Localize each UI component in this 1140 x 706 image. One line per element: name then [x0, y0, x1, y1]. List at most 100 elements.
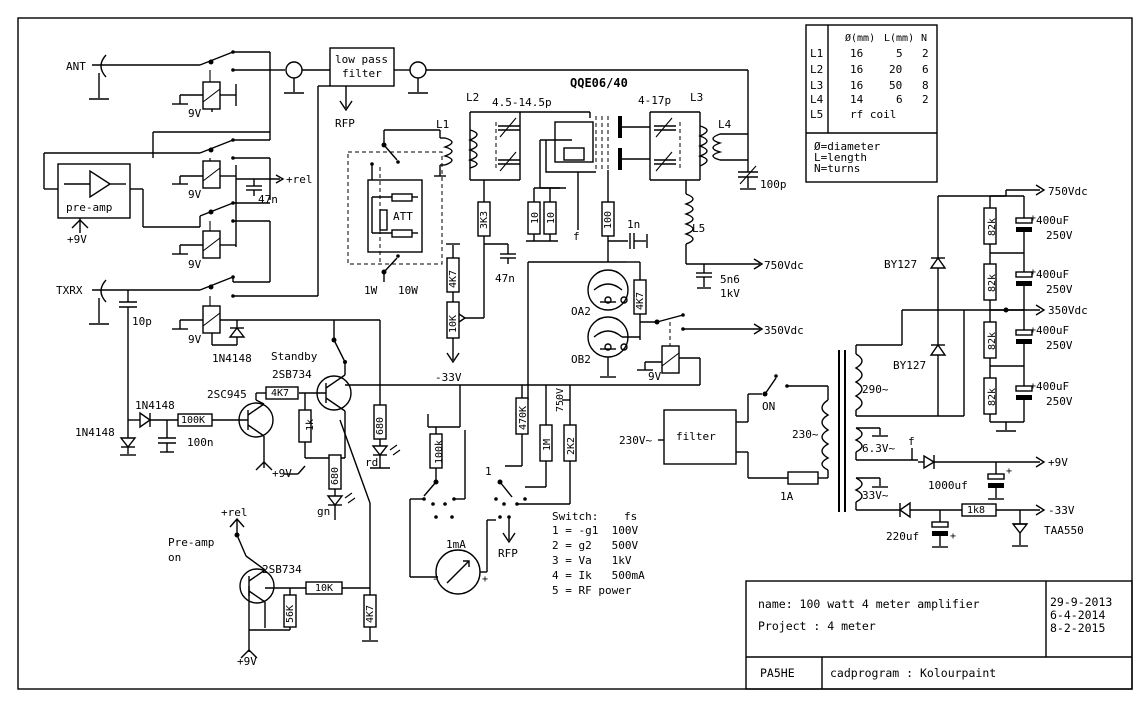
c47n-b-label: 47n: [495, 272, 515, 285]
coil-legend-line: Ø=diameter: [814, 140, 881, 153]
metering: 100k 1mA - + 470K 1: [409, 385, 577, 595]
c250v-label: 250V: [1046, 395, 1073, 408]
r10-a-label: 10: [530, 212, 541, 224]
coil-header-len: L(mm): [884, 33, 914, 44]
coil-row-dia: 16: [850, 79, 863, 92]
c4-5-label: 4.5-14.5p: [492, 96, 552, 109]
c400uf-label: 400uF: [1036, 324, 1069, 337]
switch-legend-title: Switch:: [552, 510, 598, 523]
coil-row-n: 2: [922, 93, 929, 106]
title-block-date-2: 6-4-2014: [1050, 608, 1105, 622]
rfp-top-label: RFP: [335, 117, 355, 130]
coil-row-name: L5: [810, 108, 823, 121]
cap-plus: +: [1006, 466, 1012, 477]
r82k-label: 82k: [987, 332, 998, 350]
ob2-label: OB2: [571, 353, 591, 366]
coil-table: Ø(mm) L(mm) N L1 16 5 2 L2 16 20 6 L3 16…: [805, 24, 938, 183]
preamp-on-label-1: Pre-amp: [168, 536, 214, 549]
coil-row-n: 8: [922, 79, 929, 92]
plus-rel-label: +rel: [286, 173, 313, 186]
relay-chain: 9V pre-amp +9V: [43, 81, 381, 410]
q2sb734-a-label: 2SB734: [272, 368, 312, 381]
r1m-label: 1M: [542, 439, 553, 451]
attenuator: ATT 1W 10W: [347, 129, 443, 297]
d1n4148-c-label: 1N4148: [75, 426, 115, 439]
r10k-b-label: 10K: [315, 583, 333, 594]
txrx-label: TXRX: [56, 284, 83, 297]
meter-switch-1-label: 1: [485, 465, 492, 478]
switch-legend-item: 3 = Va 1kV: [552, 554, 632, 567]
l2-label: L2: [466, 91, 479, 104]
rfp-bottom-label: RFP: [498, 547, 518, 560]
l5-label: L5: [692, 222, 705, 235]
cap-plus: +: [950, 531, 956, 542]
d1n4148-b-label: 1N4148: [135, 399, 175, 412]
r82k-label: 82k: [987, 218, 998, 236]
coil-row-n: 2: [922, 47, 929, 60]
title-block-date-3: 8-2-2015: [1050, 621, 1105, 635]
pre-amp-label: pre-amp: [66, 201, 112, 214]
meter-minus: -: [432, 574, 438, 585]
meter-label: 1mA: [446, 538, 466, 551]
c250v-label: 250V: [1046, 283, 1073, 296]
r82k-label: 82k: [987, 388, 998, 406]
meter-plus: +: [482, 574, 488, 585]
plus-v750-label: 750Vdc: [1048, 185, 1088, 198]
c1000uf-label: 1000uf: [928, 479, 968, 492]
v33-label: 33V~: [862, 489, 889, 502]
switch-legend-item: 4 = Ik 500mA: [552, 569, 645, 582]
v350-a-label: 350Vdc: [764, 324, 804, 337]
title-block-name: name: 100 watt 4 meter amplifier: [758, 597, 980, 611]
c10p-label: 10p: [132, 315, 152, 328]
c400uf-label: 400uF: [1036, 268, 1069, 281]
c400uf-label: 400uF: [1036, 214, 1069, 227]
cap-plus: +: [1030, 325, 1036, 336]
coil-row-name: L2: [810, 63, 823, 76]
cap-plus: +: [1030, 213, 1036, 224]
f-a-label: f: [573, 230, 580, 243]
title-block-cad: cadprogram : Kolourpaint: [830, 666, 996, 680]
c47n-a-label: 47n: [258, 193, 278, 206]
r4k7-d-label: 4K7: [635, 292, 646, 310]
switch-legend-item: 1 = -g1 100V: [552, 524, 638, 537]
f-b-label: f: [908, 435, 915, 448]
by127-b-label: BY127: [893, 359, 926, 372]
nine-v-label: 9V: [648, 370, 662, 383]
preamp-on-label-2: on: [168, 551, 181, 564]
low-pass-filter-label-2: filter: [342, 67, 382, 80]
coil-legend-line: L=length: [814, 151, 867, 164]
rd-label: rd: [365, 456, 378, 469]
switch-legend: Switch: fs 1 = -g1 100V 2 = g2 500V 3 = …: [552, 510, 645, 597]
drawing-frame: [17, 17, 1133, 690]
fuse: [787, 471, 819, 485]
coil-legend-line: N=turns: [814, 162, 860, 175]
oa2-label: OA2: [571, 305, 591, 318]
taa550-label: TAA550: [1044, 524, 1084, 537]
switch-legend-item: 2 = g2 500V: [552, 539, 638, 552]
v750-a-label: 750Vdc: [764, 259, 804, 272]
coil-row-len: 20: [889, 63, 902, 76]
c100n-label: 100n: [187, 436, 214, 449]
plus-v350-label: 350Vdc: [1048, 304, 1088, 317]
coil-row-dia: 16: [850, 47, 863, 60]
mains-filter-label: filter: [676, 430, 716, 443]
att-1w-label: 1W: [364, 284, 378, 297]
c1n-label: 1n: [627, 218, 640, 231]
coil-row-text: rf coil: [850, 108, 896, 121]
mains-filter-block: [663, 409, 737, 465]
title-block: name: 100 watt 4 meter amplifier Project…: [745, 580, 1133, 690]
tube-stage: L1 L2 4.5-14.5p QQE06/40: [434, 76, 804, 384]
r680-a-label: 680: [330, 467, 341, 485]
coil-row-name: L4: [810, 93, 824, 106]
r3k3-label: 3K3: [479, 211, 490, 229]
r1k-label: 1k: [305, 419, 316, 431]
standby-driver: Standby 2SB734 4K7 2SC945 1k 680 gn: [75, 320, 700, 520]
by127-a-label: BY127: [884, 258, 917, 271]
l4-label: L4: [718, 118, 732, 131]
title-block-author: PA5HE: [760, 666, 795, 680]
r4k7-a-label: 4K7: [271, 388, 289, 399]
tube-label: QQE06/40: [570, 76, 628, 90]
coil-row-name: L1: [810, 47, 823, 60]
att-10w-label: 10W: [398, 284, 418, 297]
